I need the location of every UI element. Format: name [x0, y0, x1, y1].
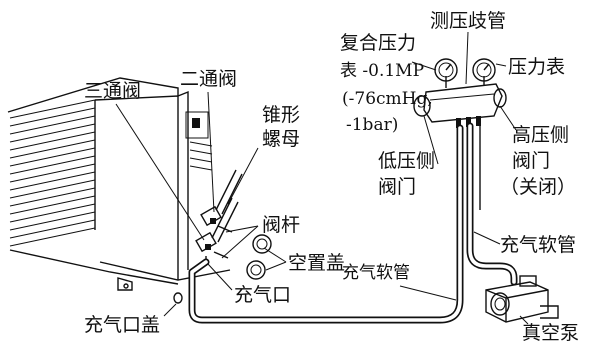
unit-valves: [195, 169, 272, 280]
label-high-side-valve-3: （关闭）: [500, 176, 577, 198]
label-three-way-valve: 三通阀: [84, 80, 142, 102]
label-valve-stem: 阀杆: [262, 214, 301, 236]
label-compound-gauge-3: (-76cmHg,: [342, 89, 433, 109]
label-service-port-cap: 充气口盖: [84, 314, 161, 336]
label-vacuum-pump: 真空泵: [522, 322, 580, 344]
label-service-port: 充气口: [234, 284, 292, 306]
compound-gauge: [434, 58, 458, 88]
label-low-side-valve-2: 阀门: [378, 176, 417, 198]
label-high-side-valve-1: 高压侧: [512, 124, 570, 146]
label-compound-gauge-4: -1bar): [346, 115, 399, 135]
charging-hoses: [188, 122, 518, 324]
label-compound-gauge-2: 表 -0.1MP: [340, 61, 425, 81]
label-pressure-gauge: 压力表: [508, 56, 566, 78]
label-high-side-valve-2: 阀门: [512, 150, 551, 172]
label-charging-hose-middle: 充气软管: [342, 263, 410, 283]
label-charging-hose-right: 充气软管: [500, 234, 577, 256]
label-blank-cap: 空置盖: [288, 252, 346, 274]
blank-cap-2: [246, 260, 266, 280]
label-compound-gauge-1: 复合压力: [340, 32, 417, 54]
outdoor-unit: [7, 77, 231, 304]
blank-cap-1: [252, 234, 272, 254]
label-gauge-manifold: 测压歧管: [430, 10, 507, 32]
vacuum-pump: [485, 275, 559, 323]
leader-lines: [115, 31, 529, 325]
label-two-way-valve: 二通阀: [180, 68, 238, 90]
label-flare-nut-1: 锥形: [262, 104, 301, 126]
label-flare-nut-2: 螺母: [262, 128, 301, 150]
pressure-gauge: [472, 58, 496, 86]
label-low-side-valve-1: 低压侧: [378, 150, 436, 172]
outdoor-unit-fins: [9, 99, 96, 247]
